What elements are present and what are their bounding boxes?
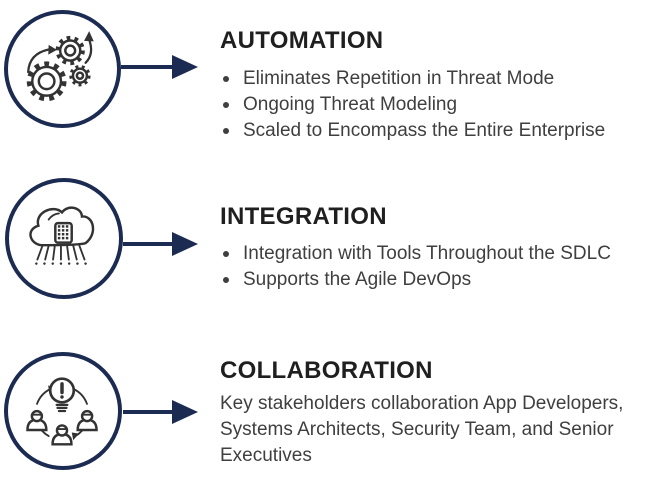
automation-flow-arrow <box>121 65 174 69</box>
team-collaboration-icon <box>26 377 98 446</box>
integration-flow-arrow <box>123 242 174 246</box>
automation-bullet-list: Eliminates Repetition in Threat Mode Ong… <box>220 66 605 144</box>
bullet-item: Ongoing Threat Modeling <box>220 92 605 118</box>
bullet-item: Supports the Agile DevOps <box>220 267 611 293</box>
collaboration-flow-arrowhead <box>172 400 198 424</box>
gears-automation-icon <box>26 31 94 102</box>
collaboration-paragraph: Key stakeholders collaboration App Devel… <box>220 393 624 466</box>
automation-title: AUTOMATION <box>220 27 384 54</box>
integration-title: INTEGRATION <box>220 203 387 230</box>
bullet-item: Integration with Tools Throughout the SD… <box>220 241 611 267</box>
integration-circle-badge <box>5 178 123 299</box>
automation-circle-badge <box>4 10 121 128</box>
automation-flow-arrowhead <box>172 55 198 79</box>
collaboration-title: COLLABORATION <box>220 357 433 384</box>
integration-bullet-list: Integration with Tools Throughout the SD… <box>220 241 611 293</box>
cloud-integration-icon <box>29 206 95 265</box>
collaboration-circle-badge <box>4 352 122 470</box>
bullet-item: Eliminates Repetition in Threat Mode <box>220 66 605 92</box>
bullet-item: Scaled to Encompass the Entire Enterpris… <box>220 118 605 144</box>
integration-flow-arrowhead <box>172 232 198 256</box>
collaboration-flow-arrow <box>123 410 174 414</box>
